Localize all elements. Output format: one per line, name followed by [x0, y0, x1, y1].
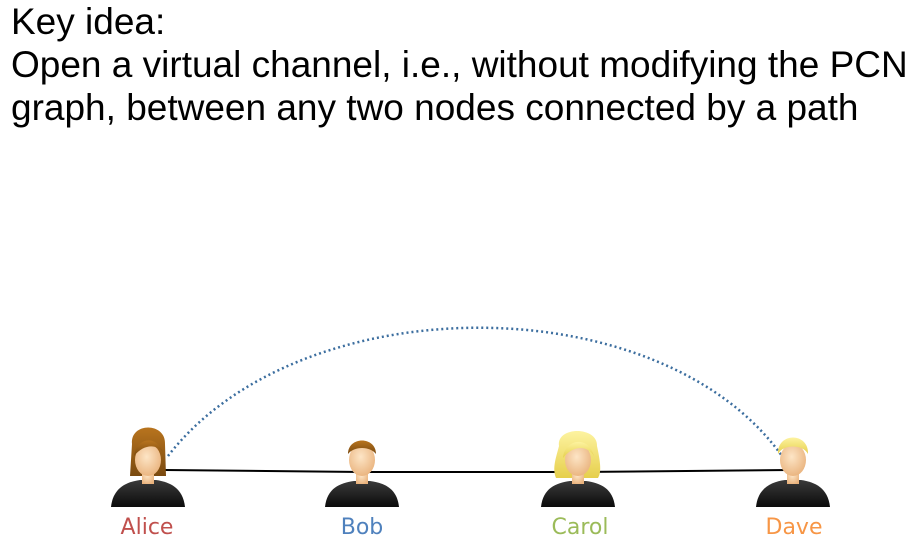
node-label-alice: Alice [120, 515, 174, 540]
slide-text: Key idea: Open a virtual channel, i.e., … [11, 0, 911, 129]
alice-avatar [111, 427, 185, 507]
node-label-carol: Carol [551, 515, 609, 540]
dave-avatar [756, 437, 830, 507]
channel-carol-dave [577, 469, 791, 473]
bob-avatar [325, 440, 399, 507]
node-label-bob: Bob [340, 515, 384, 540]
slide-body-line-2: graph, between any two nodes connected b… [11, 87, 859, 128]
node-label-dave: Dave [765, 515, 823, 540]
channel-alice-bob [164, 469, 363, 473]
slide-heading: Key idea: [11, 1, 166, 42]
slide-body-line-1: Open a virtual channel, i.e., without mo… [11, 44, 908, 85]
virtual-channel-alice-dave [167, 326, 784, 457]
carol-avatar [541, 431, 615, 507]
